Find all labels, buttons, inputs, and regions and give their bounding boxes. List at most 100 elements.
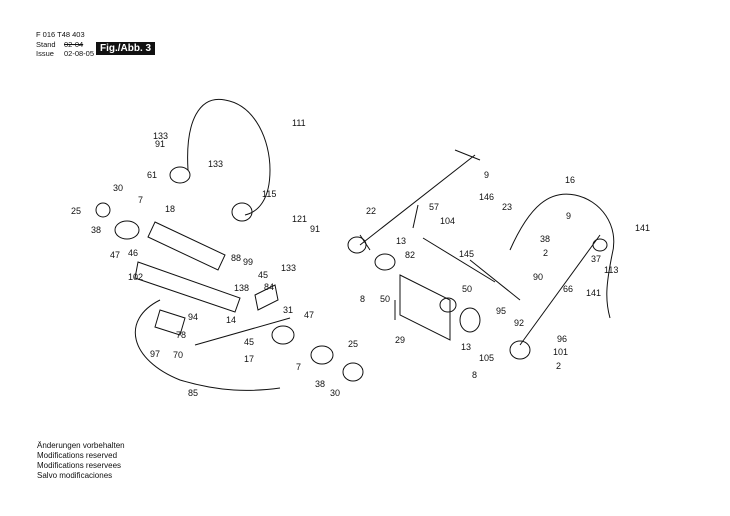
callout: 7 <box>138 195 143 205</box>
frame-29 <box>399 274 451 341</box>
callout: 121 <box>292 214 307 224</box>
callout: 31 <box>283 305 293 315</box>
cable-16 <box>509 193 615 319</box>
lever-61 <box>169 166 191 184</box>
issue-label: Issue <box>36 49 54 58</box>
stand-value: 02-04 <box>64 40 84 49</box>
callout: 47 <box>304 310 314 320</box>
callout: 8 <box>472 370 477 380</box>
wheel-7 <box>310 345 334 365</box>
callout: 23 <box>502 202 512 212</box>
rod-17 <box>194 317 291 346</box>
callout: 9 <box>566 211 571 221</box>
callout: 38 <box>540 234 550 244</box>
callout: 22 <box>366 206 376 216</box>
footer-note: Änderungen vorbehalten <box>37 441 125 450</box>
callout: 145 <box>459 249 474 259</box>
callout-numbers: 111 133 91 61 133 30 25 7 38 47 18 115 1… <box>71 118 650 398</box>
callout: 111 <box>292 118 306 128</box>
callout: 82 <box>405 250 415 260</box>
plate-84 <box>254 284 279 311</box>
callout: 38 <box>315 379 325 389</box>
callout: 141 <box>635 223 650 233</box>
footer-notes: Änderungen vorbehalten Modifications res… <box>37 441 125 481</box>
callout: 14 <box>226 315 236 325</box>
callout: 133 <box>281 263 296 273</box>
callout: 7 <box>296 362 301 372</box>
footer-note: Modifications reserved <box>37 451 118 460</box>
callout: 85 <box>188 388 198 398</box>
callout: 47 <box>110 250 120 260</box>
callout: 16 <box>565 175 575 185</box>
wheel-13 <box>439 297 457 313</box>
callout: 138 <box>234 283 249 293</box>
callout: 50 <box>462 284 472 294</box>
callout: 9 <box>484 170 489 180</box>
callout: 66 <box>563 284 573 294</box>
callout: 38 <box>91 225 101 235</box>
wheel-47 <box>114 220 140 240</box>
callout: 29 <box>395 335 405 345</box>
callout: 45 <box>258 270 268 280</box>
callout: 25 <box>348 339 358 349</box>
callout: 113 <box>604 265 618 275</box>
callout: 84 <box>264 282 274 292</box>
callout: 104 <box>440 216 455 226</box>
rod-90 <box>469 259 521 301</box>
cable-85 <box>134 299 281 391</box>
callout: 17 <box>244 354 254 364</box>
callout: 95 <box>496 306 506 316</box>
wheel-82 <box>374 253 396 271</box>
callout: 101 <box>553 347 568 357</box>
callout: 141 <box>586 288 601 298</box>
callout: 46 <box>128 248 138 258</box>
wheel-22 <box>347 236 367 254</box>
callout: 45 <box>244 337 254 347</box>
cable-111 <box>187 98 271 216</box>
lever-57 <box>412 204 419 229</box>
callout: 133 <box>153 131 168 141</box>
callout: 70 <box>173 350 183 360</box>
callout: 18 <box>165 204 175 214</box>
wheel-31 <box>271 325 295 345</box>
callout: 115 <box>262 189 276 199</box>
callout: 88 <box>231 253 241 263</box>
callout: 30 <box>113 183 123 193</box>
callout: 13 <box>461 342 471 352</box>
callout: 13 <box>396 236 406 246</box>
callout: 92 <box>514 318 524 328</box>
bar-18 <box>147 221 226 271</box>
callout: 102 <box>128 272 143 282</box>
bracket-46 <box>134 261 241 313</box>
callout: 30 <box>330 388 340 398</box>
figure-label: Fig./Abb. 3 <box>96 42 156 55</box>
doc-number: F 016 T48 403 <box>36 30 85 39</box>
callout: 57 <box>429 202 439 212</box>
knob-25 <box>95 202 111 218</box>
issue-value: 02-08-05 <box>64 49 95 58</box>
callout: 2 <box>556 361 561 371</box>
callout: 91 <box>310 224 320 234</box>
footer-note: Modifications reservees <box>37 461 122 470</box>
clamp-115 <box>231 202 253 222</box>
plate-97 <box>154 309 186 336</box>
callout: 91 <box>155 139 165 149</box>
rod-146 <box>359 154 476 246</box>
wheel-113 <box>592 238 608 252</box>
footer-note: Salvo modificaciones <box>37 471 113 480</box>
callout: 90 <box>533 272 543 282</box>
callout: 133 <box>208 159 223 169</box>
callout: 2 <box>543 248 548 258</box>
rod-104 <box>422 237 496 283</box>
callout: 97 <box>150 349 160 359</box>
wheel-50 <box>459 307 481 333</box>
callout: 8 <box>360 294 365 304</box>
callout: 50 <box>380 294 390 304</box>
callout: 78 <box>176 330 186 340</box>
rod-right <box>519 234 601 346</box>
wheel-105 <box>509 340 531 360</box>
callout: 25 <box>71 206 81 216</box>
callout: 105 <box>479 353 494 363</box>
knob-25b <box>342 362 364 382</box>
